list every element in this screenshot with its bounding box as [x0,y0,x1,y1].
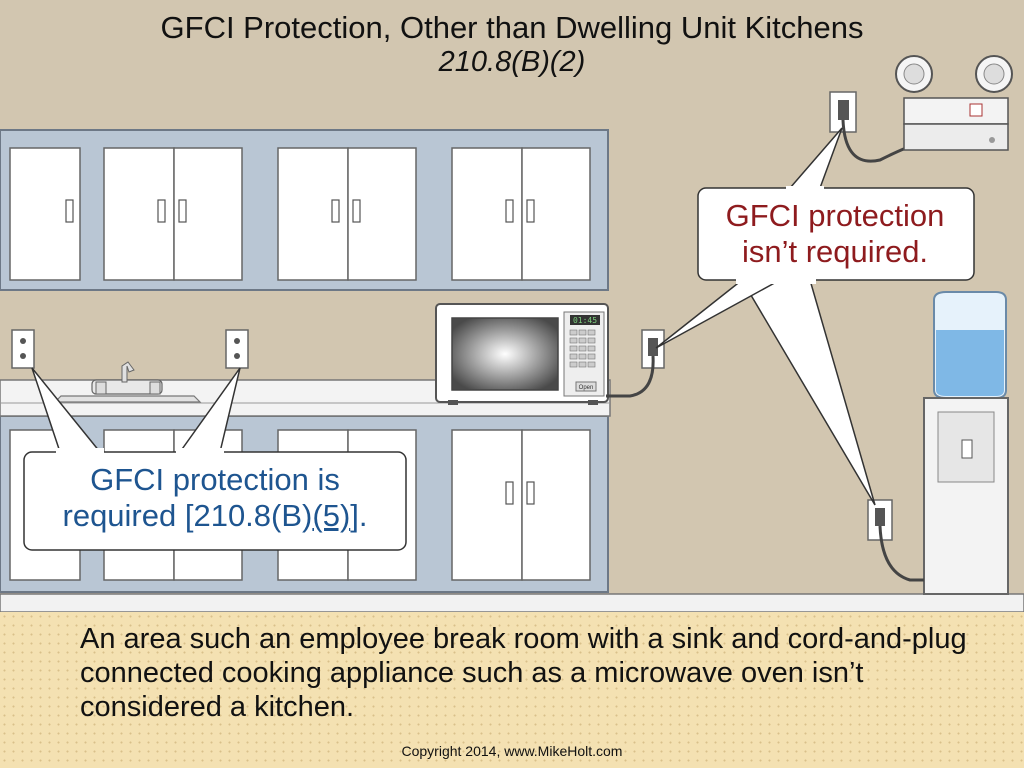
callout-required-shape [23,367,407,551]
microwave-oven: 01:45 Open [435,303,609,405]
callout-not-required: GFCI protection isn’t required. [702,198,968,270]
microwave-open-label: Open [579,385,594,391]
code-reference-link[interactable]: (5) [312,498,351,533]
caption-text: An area such an employee break room with… [80,623,967,723]
receptacle-microwave [606,329,665,398]
callout-required-line2: required [210.8(B)(5)]. [30,498,400,534]
sink-faucet [53,361,202,403]
callout-not-required-line2: isn’t required. [741,234,929,269]
receptacle-low [867,499,924,582]
page-subtitle-code-reference: 210.8(B)(2) [438,46,586,78]
receptacle-high [829,91,907,163]
callout-not-required-line1: GFCI protection [725,198,945,233]
floor-baseboard [0,593,1024,613]
microwave-clock-display: 01:45 [573,316,597,325]
callout-required-line1: GFCI protection is [90,462,340,497]
water-cooler [923,291,1009,595]
page-title: GFCI Protection, Other than Dwelling Uni… [160,10,864,45]
callout-not-required-shape [655,127,975,506]
callout-required: GFCI protection is required [210.8(B)(5)… [30,462,400,534]
emergency-light [895,55,1013,151]
copyright-notice: Copyright 2014, www.MikeHolt.com [401,743,623,759]
caption-panel [0,612,1024,768]
receptacle-left-1 [11,329,35,369]
callout-required-line2-suffix: ]. [350,498,368,533]
upper-cabinets [0,129,609,291]
receptacle-left-2 [225,329,249,369]
callout-required-line2-prefix: required [210.8(B) [62,498,313,533]
